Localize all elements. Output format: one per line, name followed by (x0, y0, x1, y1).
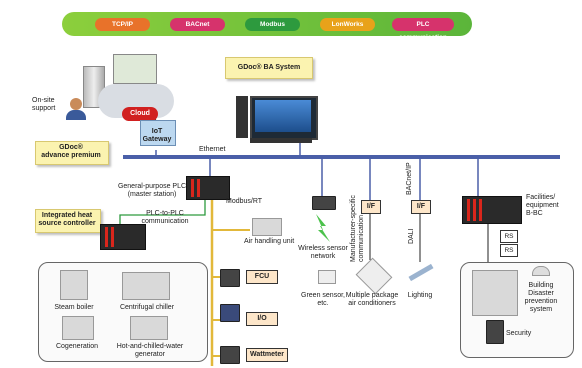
lighting-if-tag: I/F (411, 200, 431, 214)
disaster-cabinet-icon (472, 270, 518, 316)
fcu-tag: FCU (246, 270, 278, 284)
io-tag: I/O (246, 312, 278, 326)
cogeneration-icon (62, 316, 94, 340)
modbus-rt-label: Modbus/RT (226, 198, 263, 205)
steam-boiler-icon (60, 270, 88, 300)
fcu-device-icon (220, 269, 240, 287)
air-handling-unit-label: Air handling unit (244, 238, 295, 245)
iot-gateway-box (140, 120, 176, 146)
rs-tag-2: RS (500, 244, 518, 257)
security-panel-icon (486, 320, 504, 344)
on-site-support-label: On-site support (32, 97, 56, 112)
gdoc-advance-premium-label: GDoc® advance premium (41, 144, 101, 159)
heat-source-plc-rack (100, 224, 146, 250)
hot-chilled-generator-icon (130, 316, 168, 340)
wireless-signal-bolt (316, 214, 330, 242)
ba-monitor-screen-icon (255, 100, 311, 132)
wattmeter-device-icon (220, 346, 240, 364)
gdoc-ba-system-box: GDoc® BA System (225, 57, 313, 79)
heat-source-controller-box (35, 209, 101, 233)
support-person-body-icon (66, 110, 86, 120)
monitor-screen-icon (113, 54, 157, 84)
smoke-detector-icon (532, 266, 550, 276)
general-plc-label: General-purpose PLC (master station) (117, 183, 187, 198)
centrifugal-chiller-icon (122, 272, 170, 300)
dali-label: DALI (408, 228, 415, 244)
plc-to-plc-line (119, 198, 206, 225)
steam-boiler-label: Steam boiler (54, 304, 94, 311)
cloud-label: Cloud (130, 110, 150, 117)
iot-gateway-label: IoT Gateway (142, 128, 172, 143)
centrifugal-chiller-label: Centrifugal chiller (119, 304, 175, 311)
ba-tower-icon (236, 96, 248, 138)
support-person-icon (70, 98, 82, 110)
hvac-if-tag: I/F (361, 200, 381, 214)
green-sensor-icon (318, 270, 336, 284)
protocol-tcpip: TCP/IP (95, 18, 150, 31)
security-label: Security (506, 330, 532, 337)
disaster-prevention-label: Building Disaster prevention system (524, 282, 558, 313)
wireless-network-label: Wireless sensor network (298, 245, 348, 260)
facilities-rack (462, 196, 522, 224)
rs-tag-1: RS (500, 230, 518, 243)
protocol-lonworks: LonWorks (320, 18, 375, 31)
package-ac-label: Multiple package air conditioners (345, 292, 399, 307)
heat-source-controller-label: Integrated heat source controller (38, 212, 96, 227)
protocol-plc-communication: PLC communication (392, 18, 454, 41)
green-sensor-label: Green sensor, etc. (301, 292, 345, 307)
hot-chilled-generator-label: Hot-and-chilled-water generator (116, 343, 184, 358)
gdoc-advance-premium-box (35, 141, 109, 165)
lighting-label: Lighting (407, 292, 433, 299)
bacnet-ip-label: BACnet/IP (406, 162, 413, 195)
ethernet-label: Ethernet (199, 146, 226, 153)
io-device-icon (220, 304, 240, 322)
cloud-badge-icon (122, 107, 158, 121)
plc-to-plc-label: PLC-to-PLC communication (141, 210, 189, 225)
cogeneration-label: Cogeneration (55, 343, 99, 350)
general-plc-rack (186, 176, 230, 200)
protocol-bacnet: BACnet (170, 18, 225, 31)
facilities-label: Facilities/ equipment B-BC (526, 194, 559, 217)
wireless-router-icon (312, 196, 336, 210)
manufacturer-comm-label: Manufacturer-specific communication (350, 195, 365, 262)
protocol-modbus: Modbus (245, 18, 300, 31)
air-handling-unit-icon (252, 218, 282, 236)
wattmeter-tag: Wattmeter (246, 348, 288, 362)
ba-keyboard-icon (250, 138, 312, 143)
